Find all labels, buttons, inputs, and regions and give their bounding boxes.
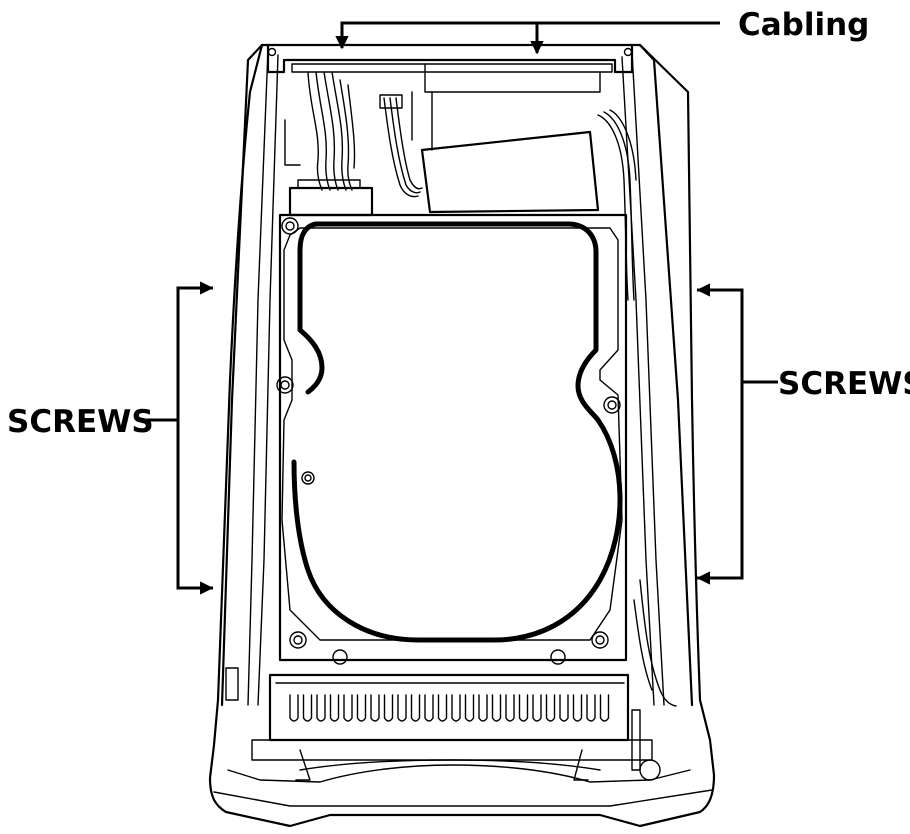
screw-inner (301, 471, 315, 485)
vent-fin (397, 694, 407, 722)
vent-fin (316, 694, 326, 722)
cabling-label: Cabling (738, 7, 869, 43)
vent-fin (572, 694, 583, 722)
vent-fin (329, 694, 340, 722)
vent-fin (478, 694, 488, 722)
screw-bottom-right (591, 631, 609, 649)
vent-fin (410, 694, 421, 722)
vent-fin (356, 694, 367, 722)
screw-mid-right (603, 396, 621, 414)
enclosure-tray (208, 43, 716, 828)
screws-right-leader (696, 283, 778, 585)
vent-fin (370, 694, 380, 722)
vent-fin (437, 694, 448, 722)
screws-left-label: SCREWS (7, 404, 154, 440)
vent-fin (545, 694, 556, 722)
screw-top-left (281, 217, 299, 235)
vent-fin (559, 694, 569, 722)
vent-fin (505, 694, 515, 722)
vent-fin (289, 694, 299, 722)
vent-fin (491, 694, 502, 722)
hard-drive (276, 213, 628, 665)
vent-fin (518, 694, 529, 722)
vent-fin (599, 694, 610, 722)
vent-fin (586, 694, 596, 722)
screws-right-label: SCREWS (778, 366, 910, 402)
screw-bottom-left (289, 631, 307, 649)
vent-fin (424, 694, 434, 722)
vent-fin (302, 694, 313, 722)
cabling-leader (335, 21, 720, 55)
vent-fin (451, 694, 461, 722)
front-bezel (213, 667, 713, 807)
vent-fin (532, 694, 542, 722)
screws-left-leader (140, 281, 214, 595)
vent-fin (464, 694, 475, 722)
cable-bundle (284, 71, 677, 707)
screw-mid-left (276, 376, 294, 394)
vent-fin (343, 694, 353, 722)
vent-fin (383, 694, 394, 722)
